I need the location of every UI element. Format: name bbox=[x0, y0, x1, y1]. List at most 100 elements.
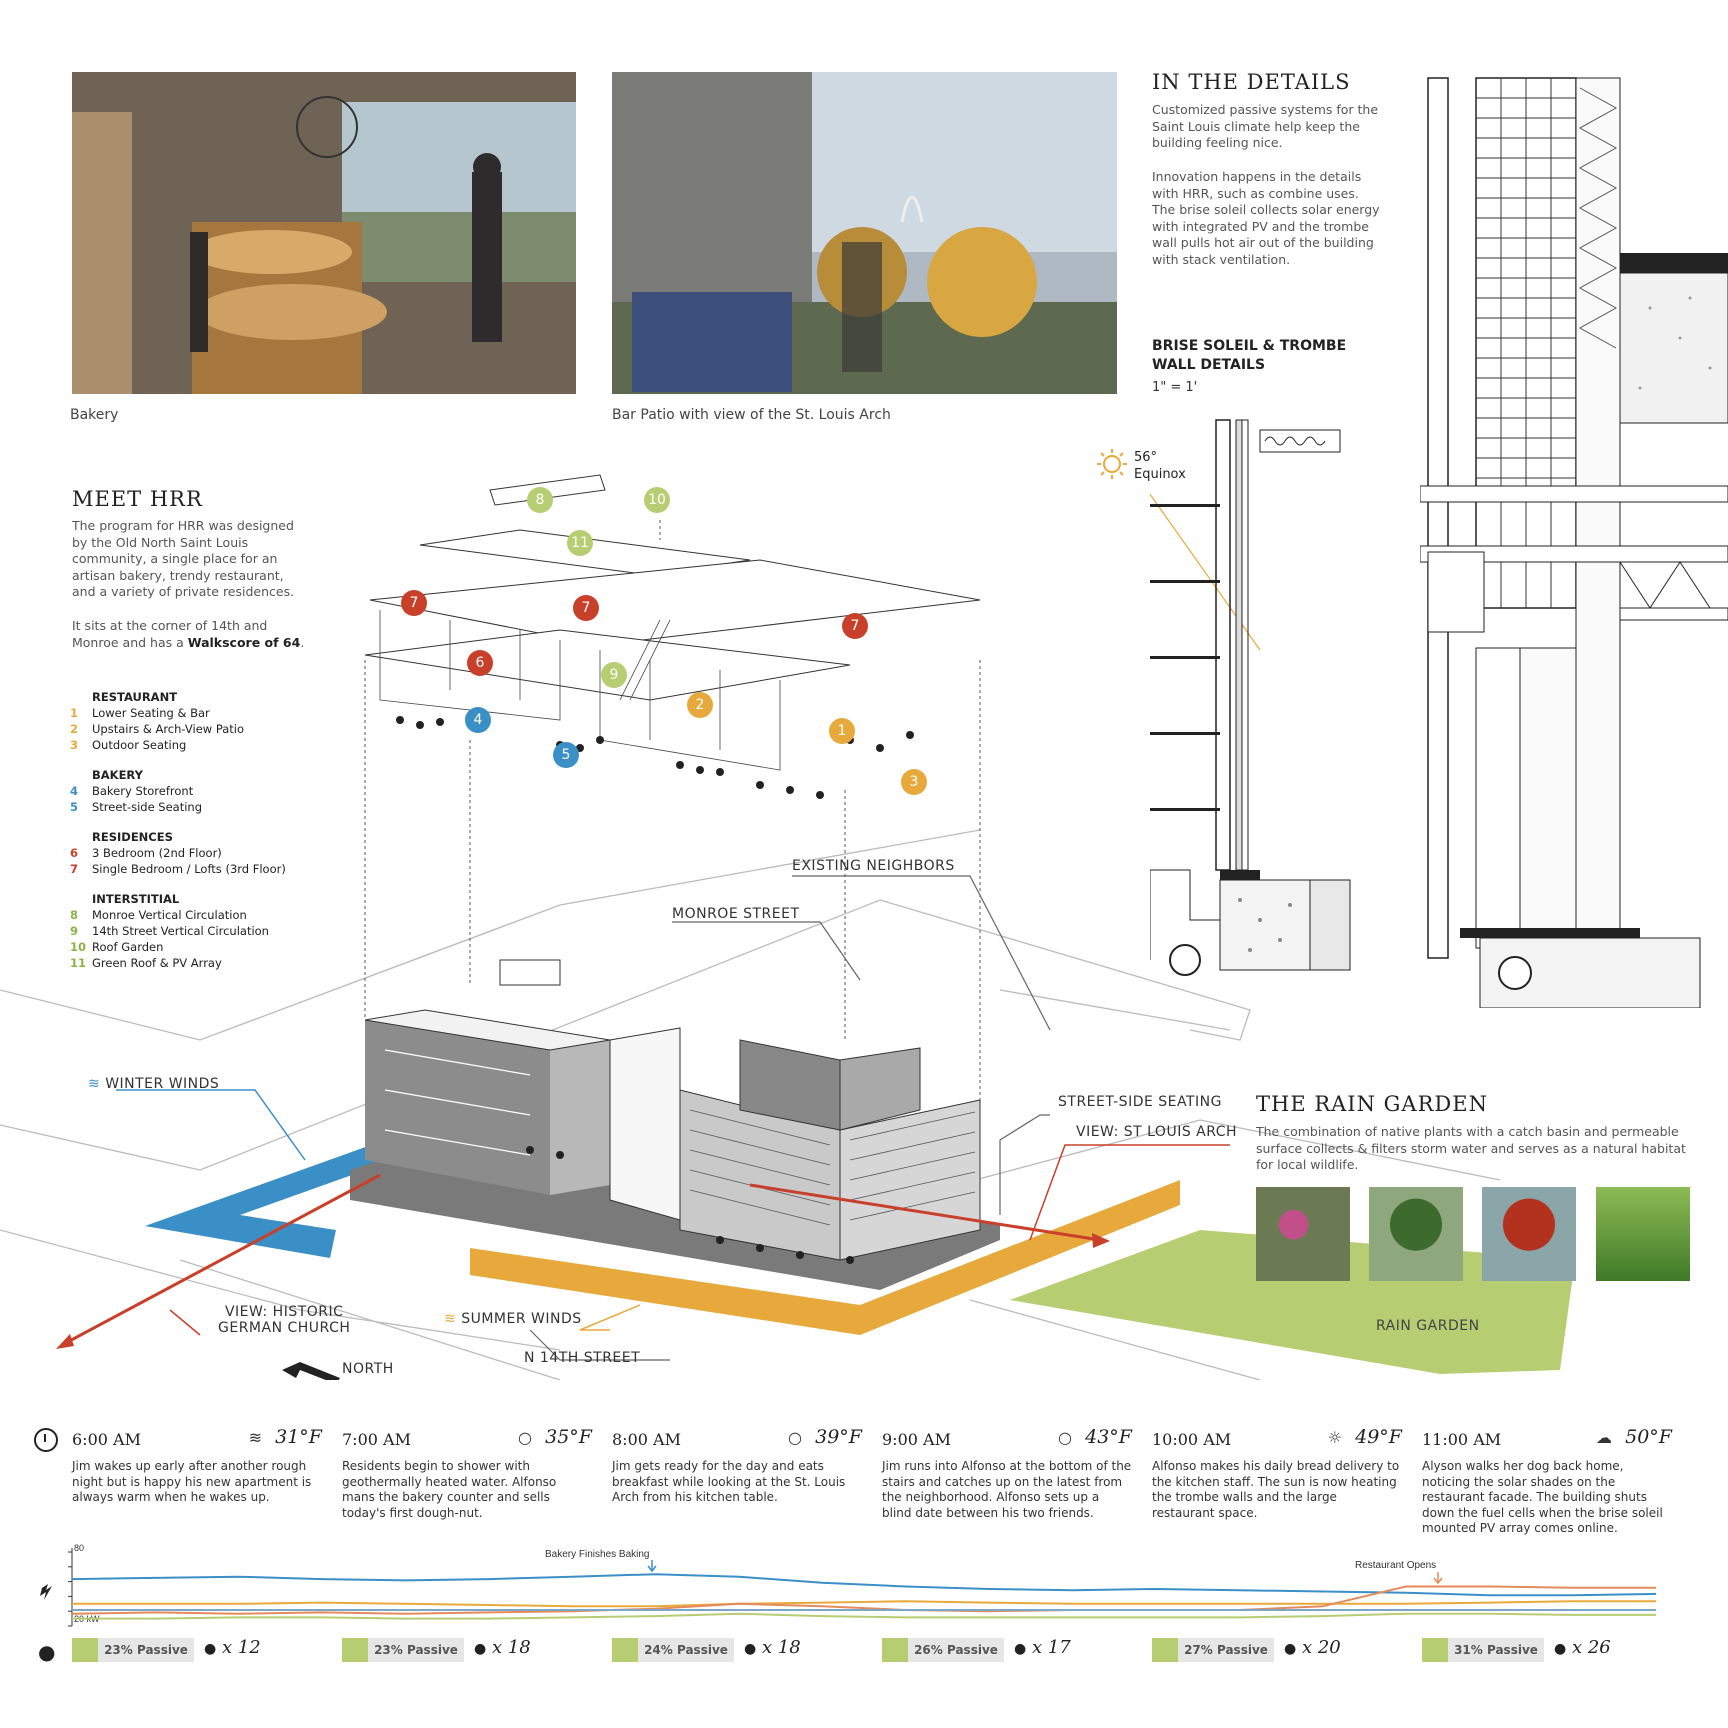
time-label: 7:00 AM bbox=[342, 1430, 411, 1449]
sun-label: Equinox bbox=[1134, 467, 1186, 482]
passive-percent: 24% Passive bbox=[638, 1638, 734, 1662]
program-marker: 10 bbox=[644, 487, 670, 513]
passive-bar: 31% Passive● x 26 bbox=[1422, 1637, 1622, 1664]
passive-swatch bbox=[72, 1638, 98, 1662]
temperature: 31°F bbox=[275, 1426, 322, 1448]
clock-hand bbox=[44, 1434, 46, 1442]
passive-percent: 23% Passive bbox=[368, 1638, 464, 1662]
temperature: 39°F bbox=[815, 1426, 862, 1448]
passive-bar: 27% Passive ● x 20 bbox=[1152, 1637, 1352, 1664]
winter-winds-label: ≋ WINTER WINDS bbox=[88, 1076, 220, 1092]
program-marker: 9 bbox=[601, 662, 627, 688]
passive-percent: 26% Passive bbox=[908, 1638, 1004, 1662]
program-marker: 11 bbox=[567, 530, 593, 556]
passive-swatch bbox=[612, 1638, 638, 1662]
bakery-caption: Bakery bbox=[70, 407, 119, 423]
wind-icon: ≋ bbox=[88, 1076, 101, 1092]
clear-icon: ○ bbox=[518, 1428, 532, 1447]
patio-photo bbox=[612, 72, 1117, 394]
time-label: 11:00 AM bbox=[1422, 1430, 1502, 1449]
wind-icon: ≋ bbox=[248, 1428, 262, 1447]
legend-head: RESIDENCES bbox=[92, 830, 173, 844]
annotation-bakery: Bakery Finishes Baking bbox=[545, 1549, 650, 1560]
program-marker: 5 bbox=[553, 742, 579, 768]
north-label: NORTH bbox=[342, 1361, 394, 1377]
passive-bar: 24% Passive ● x 18 bbox=[612, 1637, 812, 1664]
annotation-restaurant: Restaurant Opens bbox=[1355, 1560, 1436, 1571]
occupant-count: ● x 18 bbox=[474, 1637, 531, 1658]
legend-head: INTERSTITIAL bbox=[92, 892, 180, 906]
series-line bbox=[72, 1612, 1656, 1620]
series-line bbox=[71, 1585, 1656, 1615]
wind-icon: ≋ bbox=[444, 1311, 457, 1327]
temperature: 50°F bbox=[1625, 1426, 1672, 1448]
passive-swatch bbox=[342, 1638, 368, 1662]
passive-percent: 23% Passive bbox=[98, 1638, 194, 1662]
timeline-description: Alyson walks her dog back home, noticing… bbox=[1422, 1459, 1663, 1535]
plant-photo-grass bbox=[1596, 1187, 1690, 1281]
n-14th-street-label: N 14TH STREET bbox=[524, 1350, 641, 1366]
bakery-photo bbox=[72, 72, 576, 394]
time-label: 9:00 AM bbox=[882, 1430, 951, 1449]
partly-sunny-icon: ☼ bbox=[1327, 1428, 1342, 1447]
details-title: IN THE DETAILS bbox=[1152, 70, 1351, 94]
occupant-count: ● x 18 bbox=[744, 1637, 801, 1658]
details-subtitle-1: BRISE SOLEIL & TROMBE bbox=[1152, 338, 1347, 354]
occupant-count: ● x 20 bbox=[1284, 1637, 1341, 1658]
person-icon: ● bbox=[38, 1640, 56, 1664]
temperature: 49°F bbox=[1355, 1426, 1402, 1448]
person-icon: ● bbox=[204, 1641, 217, 1657]
power-icon bbox=[40, 1584, 52, 1600]
brise-soleil-section-drawing bbox=[1150, 419, 1351, 976]
y-label-top: 80 bbox=[74, 1543, 84, 1553]
annotation-arrow bbox=[647, 1560, 657, 1573]
program-marker: 7 bbox=[401, 590, 427, 616]
meet-para-2: It sits at the corner of 14th and Monroe… bbox=[72, 618, 305, 650]
person-icon: ● bbox=[1014, 1641, 1027, 1657]
person-icon: ● bbox=[1284, 1641, 1297, 1657]
plant-photo-tree bbox=[1369, 1187, 1463, 1281]
passive-percent: 31% Passive bbox=[1448, 1638, 1544, 1662]
temperature: 35°F bbox=[545, 1426, 592, 1448]
series-line bbox=[72, 1600, 1656, 1608]
details-para-2: Innovation happens in the details with H… bbox=[1152, 169, 1380, 267]
program-marker: 8 bbox=[527, 487, 553, 513]
clear-icon: ○ bbox=[1058, 1428, 1072, 1447]
program-marker: 6 bbox=[467, 650, 493, 676]
passive-bar: 23% Passive ● x 18 bbox=[342, 1637, 542, 1664]
passive-swatch bbox=[882, 1638, 908, 1662]
site-axonometric-drawing bbox=[0, 474, 1575, 1380]
time-label: 6:00 AM bbox=[72, 1430, 141, 1449]
summer-winds-label: ≋ SUMMER WINDS bbox=[444, 1311, 582, 1327]
program-marker: 1 bbox=[829, 718, 855, 744]
plant-photo-redbud bbox=[1256, 1187, 1350, 1281]
program-marker: 3 bbox=[901, 769, 927, 795]
temperature: 43°F bbox=[1085, 1426, 1132, 1448]
view-church-label: VIEW: HISTORIC GERMAN CHURCH bbox=[218, 1304, 351, 1336]
view-arch-label: VIEW: ST LOUIS ARCH bbox=[1076, 1124, 1238, 1140]
passive-swatch bbox=[1422, 1638, 1448, 1662]
passive-bar: 23% Passive● x 12 bbox=[72, 1637, 272, 1664]
street-side-seating-label: STREET-SIDE SEATING bbox=[1058, 1094, 1222, 1110]
person-icon: ● bbox=[474, 1641, 487, 1657]
trombe-wall-section-drawing bbox=[1420, 77, 1728, 1008]
passive-percent: 27% Passive bbox=[1178, 1638, 1274, 1662]
sun-angle: 56° bbox=[1134, 450, 1158, 465]
passive-swatch bbox=[1152, 1638, 1178, 1662]
